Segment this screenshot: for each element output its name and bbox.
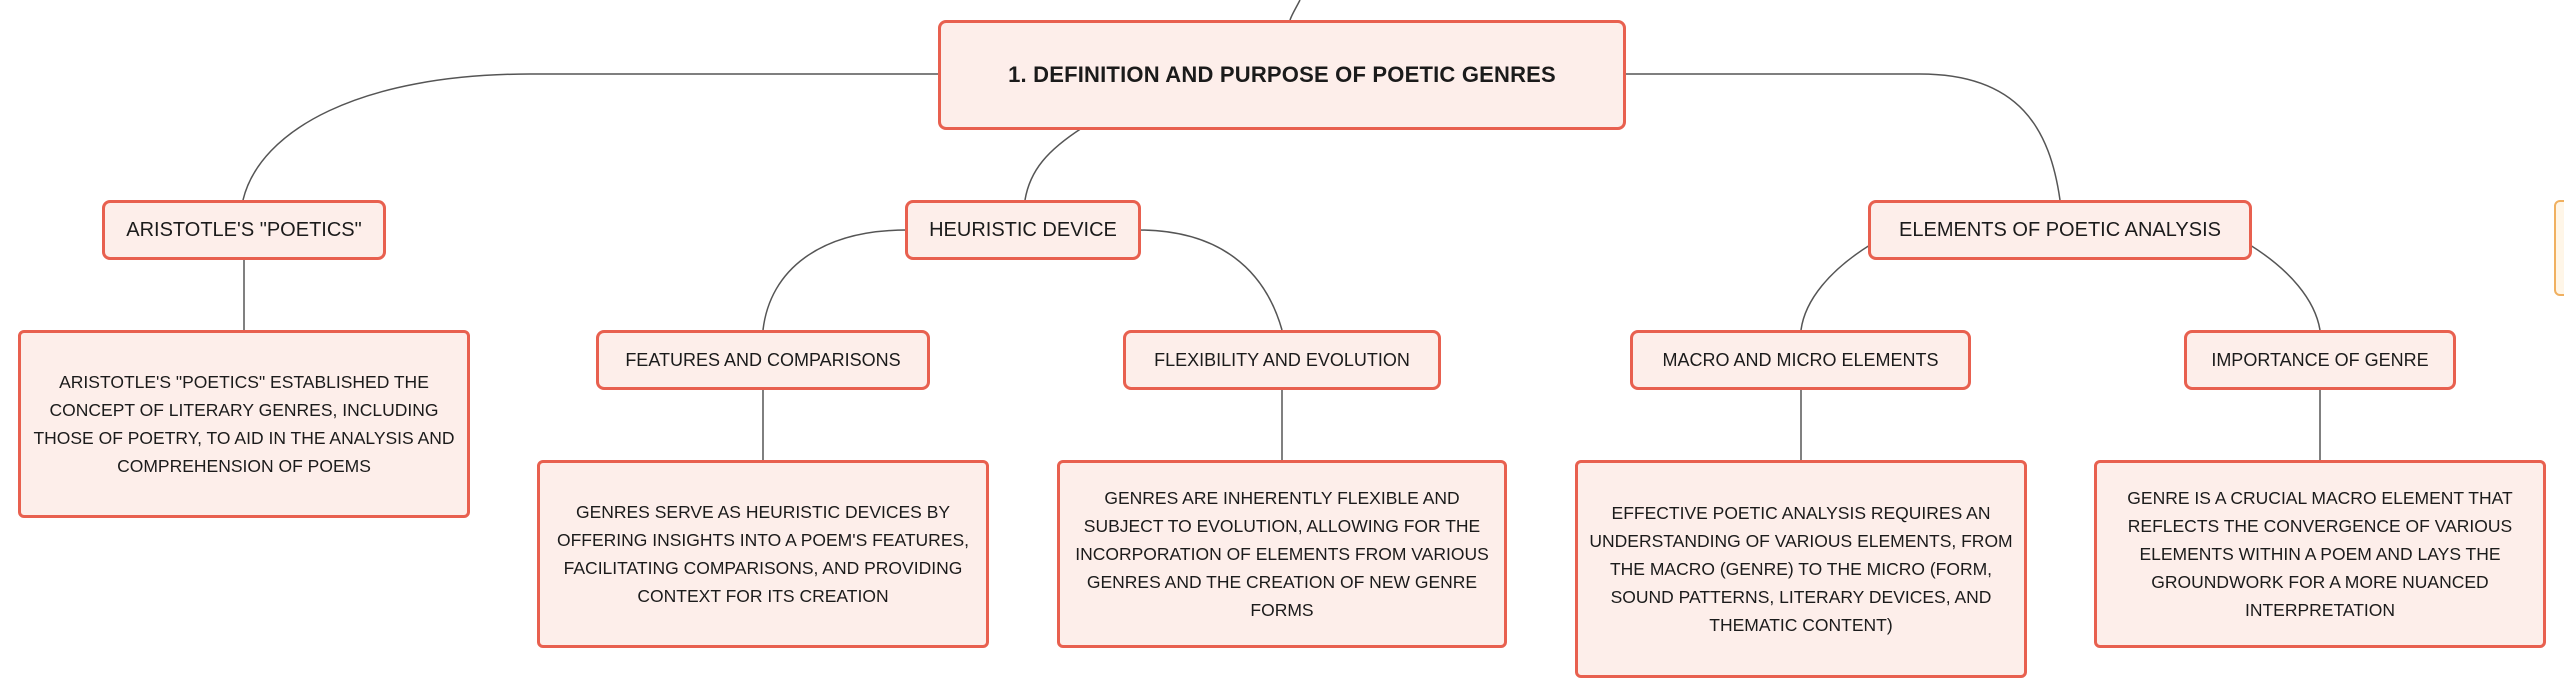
topic-features-and-comparisons-label: FEATURES AND COMPARISONS: [625, 349, 901, 370]
connector-elements-to-macro: [1800, 244, 1871, 331]
connector-root-to-elements: [1623, 73, 2061, 201]
topic-elements-of-poetic-analysis[interactable]: ELEMENTS OF POETIC ANALYSIS: [1868, 200, 2252, 260]
detail-macro-and-micro-elements[interactable]: EFFECTIVE POETIC ANALYSIS REQUIRES AN UN…: [1575, 460, 2027, 678]
connector-elements-to-importance: [2249, 244, 2321, 331]
topic-importance-of-genre[interactable]: IMPORTANCE OF GENRE: [2184, 330, 2456, 390]
detail-flexibility-and-evolution[interactable]: GENRES ARE INHERENTLY FLEXIBLE AND SUBJE…: [1057, 460, 1507, 648]
connector-root-to-aristotle: [242, 73, 940, 201]
root-topic-label: 1. DEFINITION AND PURPOSE OF POETIC GENR…: [1008, 62, 1556, 87]
detail-flexibility-and-evolution-text: GENRES ARE INHERENTLY FLEXIBLE AND SUBJE…: [1075, 488, 1489, 620]
topic-flexibility-and-evolution-label: FLEXIBILITY AND EVOLUTION: [1154, 349, 1410, 370]
connector-heuristic-to-flexibility: [1137, 229, 1283, 331]
topic-importance-of-genre-label: IMPORTANCE OF GENRE: [2211, 349, 2429, 370]
detail-aristotles-poetics[interactable]: ARISTOTLE'S "POETICS" ESTABLISHED THE CO…: [18, 330, 470, 518]
connector-root-to-heuristic: [1024, 127, 1083, 201]
detail-macro-and-micro-elements-text: EFFECTIVE POETIC ANALYSIS REQUIRES AN UN…: [1589, 503, 2013, 635]
topic-aristotles-poetics[interactable]: ARISTOTLE'S "POETICS": [102, 200, 386, 260]
connector-heuristic-to-features: [762, 229, 908, 331]
detail-features-and-comparisons-text: GENRES SERVE AS HEURISTIC DEVICES BY OFF…: [556, 502, 970, 606]
root-topic[interactable]: 1. DEFINITION AND PURPOSE OF POETIC GENR…: [938, 20, 1626, 130]
connector-from-parent: [1289, 0, 1301, 21]
topic-flexibility-and-evolution[interactable]: FLEXIBILITY AND EVOLUTION: [1123, 330, 1441, 390]
detail-importance-of-genre-text: GENRE IS A CRUCIAL MACRO ELEMENT THAT RE…: [2127, 488, 2513, 620]
topic-aristotles-poetics-label: ARISTOTLE'S "POETICS": [126, 218, 362, 241]
topic-elements-of-poetic-analysis-label: ELEMENTS OF POETIC ANALYSIS: [1899, 218, 2221, 241]
detail-features-and-comparisons[interactable]: GENRES SERVE AS HEURISTIC DEVICES BY OFF…: [537, 460, 989, 648]
topic-macro-and-micro-elements[interactable]: MACRO AND MICRO ELEMENTS: [1630, 330, 1971, 390]
detail-aristotles-poetics-text: ARISTOTLE'S "POETICS" ESTABLISHED THE CO…: [33, 372, 455, 476]
topic-features-and-comparisons[interactable]: FEATURES AND COMPARISONS: [596, 330, 930, 390]
topic-macro-and-micro-elements-label: MACRO AND MICRO ELEMENTS: [1662, 349, 1939, 370]
detail-importance-of-genre[interactable]: GENRE IS A CRUCIAL MACRO ELEMENT THAT RE…: [2094, 460, 2546, 648]
topic-heuristic-device-label: HEURISTIC DEVICE: [929, 218, 1117, 241]
offscreen-topic-edge[interactable]: [2554, 200, 2564, 296]
topic-heuristic-device[interactable]: HEURISTIC DEVICE: [905, 200, 1141, 260]
